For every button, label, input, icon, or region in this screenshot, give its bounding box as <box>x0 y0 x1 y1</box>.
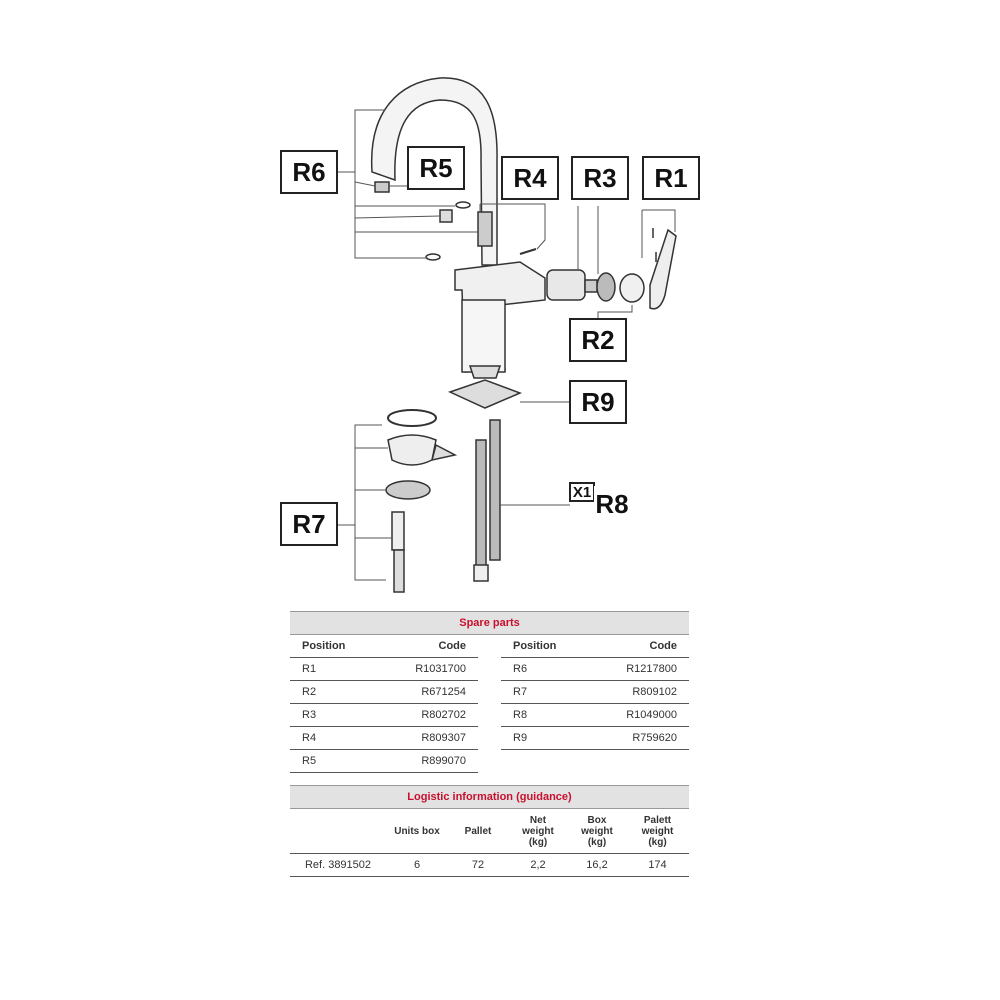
position-cell: R7 <box>513 686 528 698</box>
logistic-header-cell <box>290 809 386 854</box>
logistic-value-cell: 174 <box>626 854 689 877</box>
logistic-value-cell: 72 <box>448 854 508 877</box>
table-row: R9 R759620 <box>501 727 689 750</box>
exploded-diagram: R6 R5 R4 R3 R1 R2 R9 R7 X1 R8 <box>280 77 700 593</box>
nut-ring-shape <box>385 480 431 500</box>
cartridge-nut-shape <box>596 272 616 302</box>
logistic-title: Logistic information (guidance) <box>290 785 689 809</box>
label-R9: R9 <box>569 380 627 424</box>
table-row: R7 R809102 <box>501 681 689 704</box>
logistic-header-cell: Units box <box>386 809 448 854</box>
faucet-parts-drawing <box>332 77 677 593</box>
table-header-row: Position Code <box>501 635 689 658</box>
hose-left-shape <box>475 439 487 571</box>
code-cell: R759620 <box>632 732 677 744</box>
washer-shape <box>387 434 437 466</box>
table-row: R2 R671254 <box>290 681 478 704</box>
label-R2: R2 <box>569 318 627 362</box>
oring-shape <box>425 253 441 261</box>
code-cell: R1031700 <box>415 663 466 675</box>
table-row: R1 R1031700 <box>290 658 478 681</box>
code-cell: R809102 <box>632 686 677 698</box>
table-header-row: Position Code <box>290 635 478 658</box>
rod-upper-shape <box>391 511 405 551</box>
base-plate-shape <box>447 379 523 409</box>
screw-shape <box>519 248 537 255</box>
code-cell: R802702 <box>421 709 466 721</box>
position-cell: R4 <box>302 732 317 744</box>
code-cell: R671254 <box>421 686 466 698</box>
logistic-value-cell: 16,2 <box>568 854 626 877</box>
logistic-value-cell: 2,2 <box>508 854 568 877</box>
position-cell: R9 <box>513 732 528 744</box>
code-header: Code <box>649 640 678 652</box>
nut-shape <box>477 211 493 247</box>
position-cell: R5 <box>302 755 317 767</box>
label-R6: R6 <box>280 150 338 194</box>
label-X1: X1 <box>569 482 595 502</box>
gasket-shape <box>387 409 437 427</box>
cap-shape <box>619 273 645 303</box>
label-R4: R4 <box>501 156 559 200</box>
clip-shape <box>439 209 453 223</box>
position-cell: R2 <box>302 686 317 698</box>
table-row: R3 R802702 <box>290 704 478 727</box>
code-header: Code <box>438 640 467 652</box>
code-cell: R899070 <box>421 755 466 767</box>
label-R8: R8 <box>594 486 630 522</box>
logistic-grid: Units box Pallet Net weight (kg) Box wei… <box>290 809 689 877</box>
logistic-header-cell: Net weight (kg) <box>508 809 568 854</box>
label-R5: R5 <box>407 146 465 190</box>
hose-right-shape <box>489 419 501 561</box>
oring-shape <box>455 201 471 209</box>
body-column-shape <box>461 299 506 373</box>
position-header: Position <box>302 640 346 652</box>
table-row: R5 R899070 <box>290 750 478 773</box>
spare-parts-title: Spare parts <box>290 611 689 635</box>
position-cell: R3 <box>302 709 317 721</box>
spare-parts-right-column: Position Code R6 R1217800 R7 R809102 R8 R10… <box>501 635 689 750</box>
logistic-header-cell: Box weight (kg) <box>568 809 626 854</box>
position-cell: R6 <box>513 663 528 675</box>
table-row: R8 R1049000 <box>501 704 689 727</box>
logistic-table: Logistic information (guidance) Units bo… <box>290 785 689 877</box>
position-cell: R8 <box>513 709 528 721</box>
logistic-value-cell: Ref. 3891502 <box>290 854 386 877</box>
label-R7: R7 <box>280 502 338 546</box>
code-cell: R1049000 <box>626 709 677 721</box>
rod-lower-shape <box>393 549 405 593</box>
logistic-header-cell: Pallet <box>448 809 508 854</box>
table-row: R4 R809307 <box>290 727 478 750</box>
position-cell: R1 <box>302 663 317 675</box>
code-cell: R1217800 <box>626 663 677 675</box>
lever-shape <box>649 228 677 310</box>
code-cell: R809307 <box>421 732 466 744</box>
table-row: R6 R1217800 <box>501 658 689 681</box>
cartridge-shape <box>546 269 586 301</box>
label-R1: R1 <box>642 156 700 200</box>
logistic-header-cell: Palett weight (kg) <box>626 809 689 854</box>
label-R3: R3 <box>571 156 629 200</box>
logistic-value-cell: 6 <box>386 854 448 877</box>
stem-shape <box>584 279 598 293</box>
position-header: Position <box>513 640 557 652</box>
aerator-shape <box>374 181 390 193</box>
